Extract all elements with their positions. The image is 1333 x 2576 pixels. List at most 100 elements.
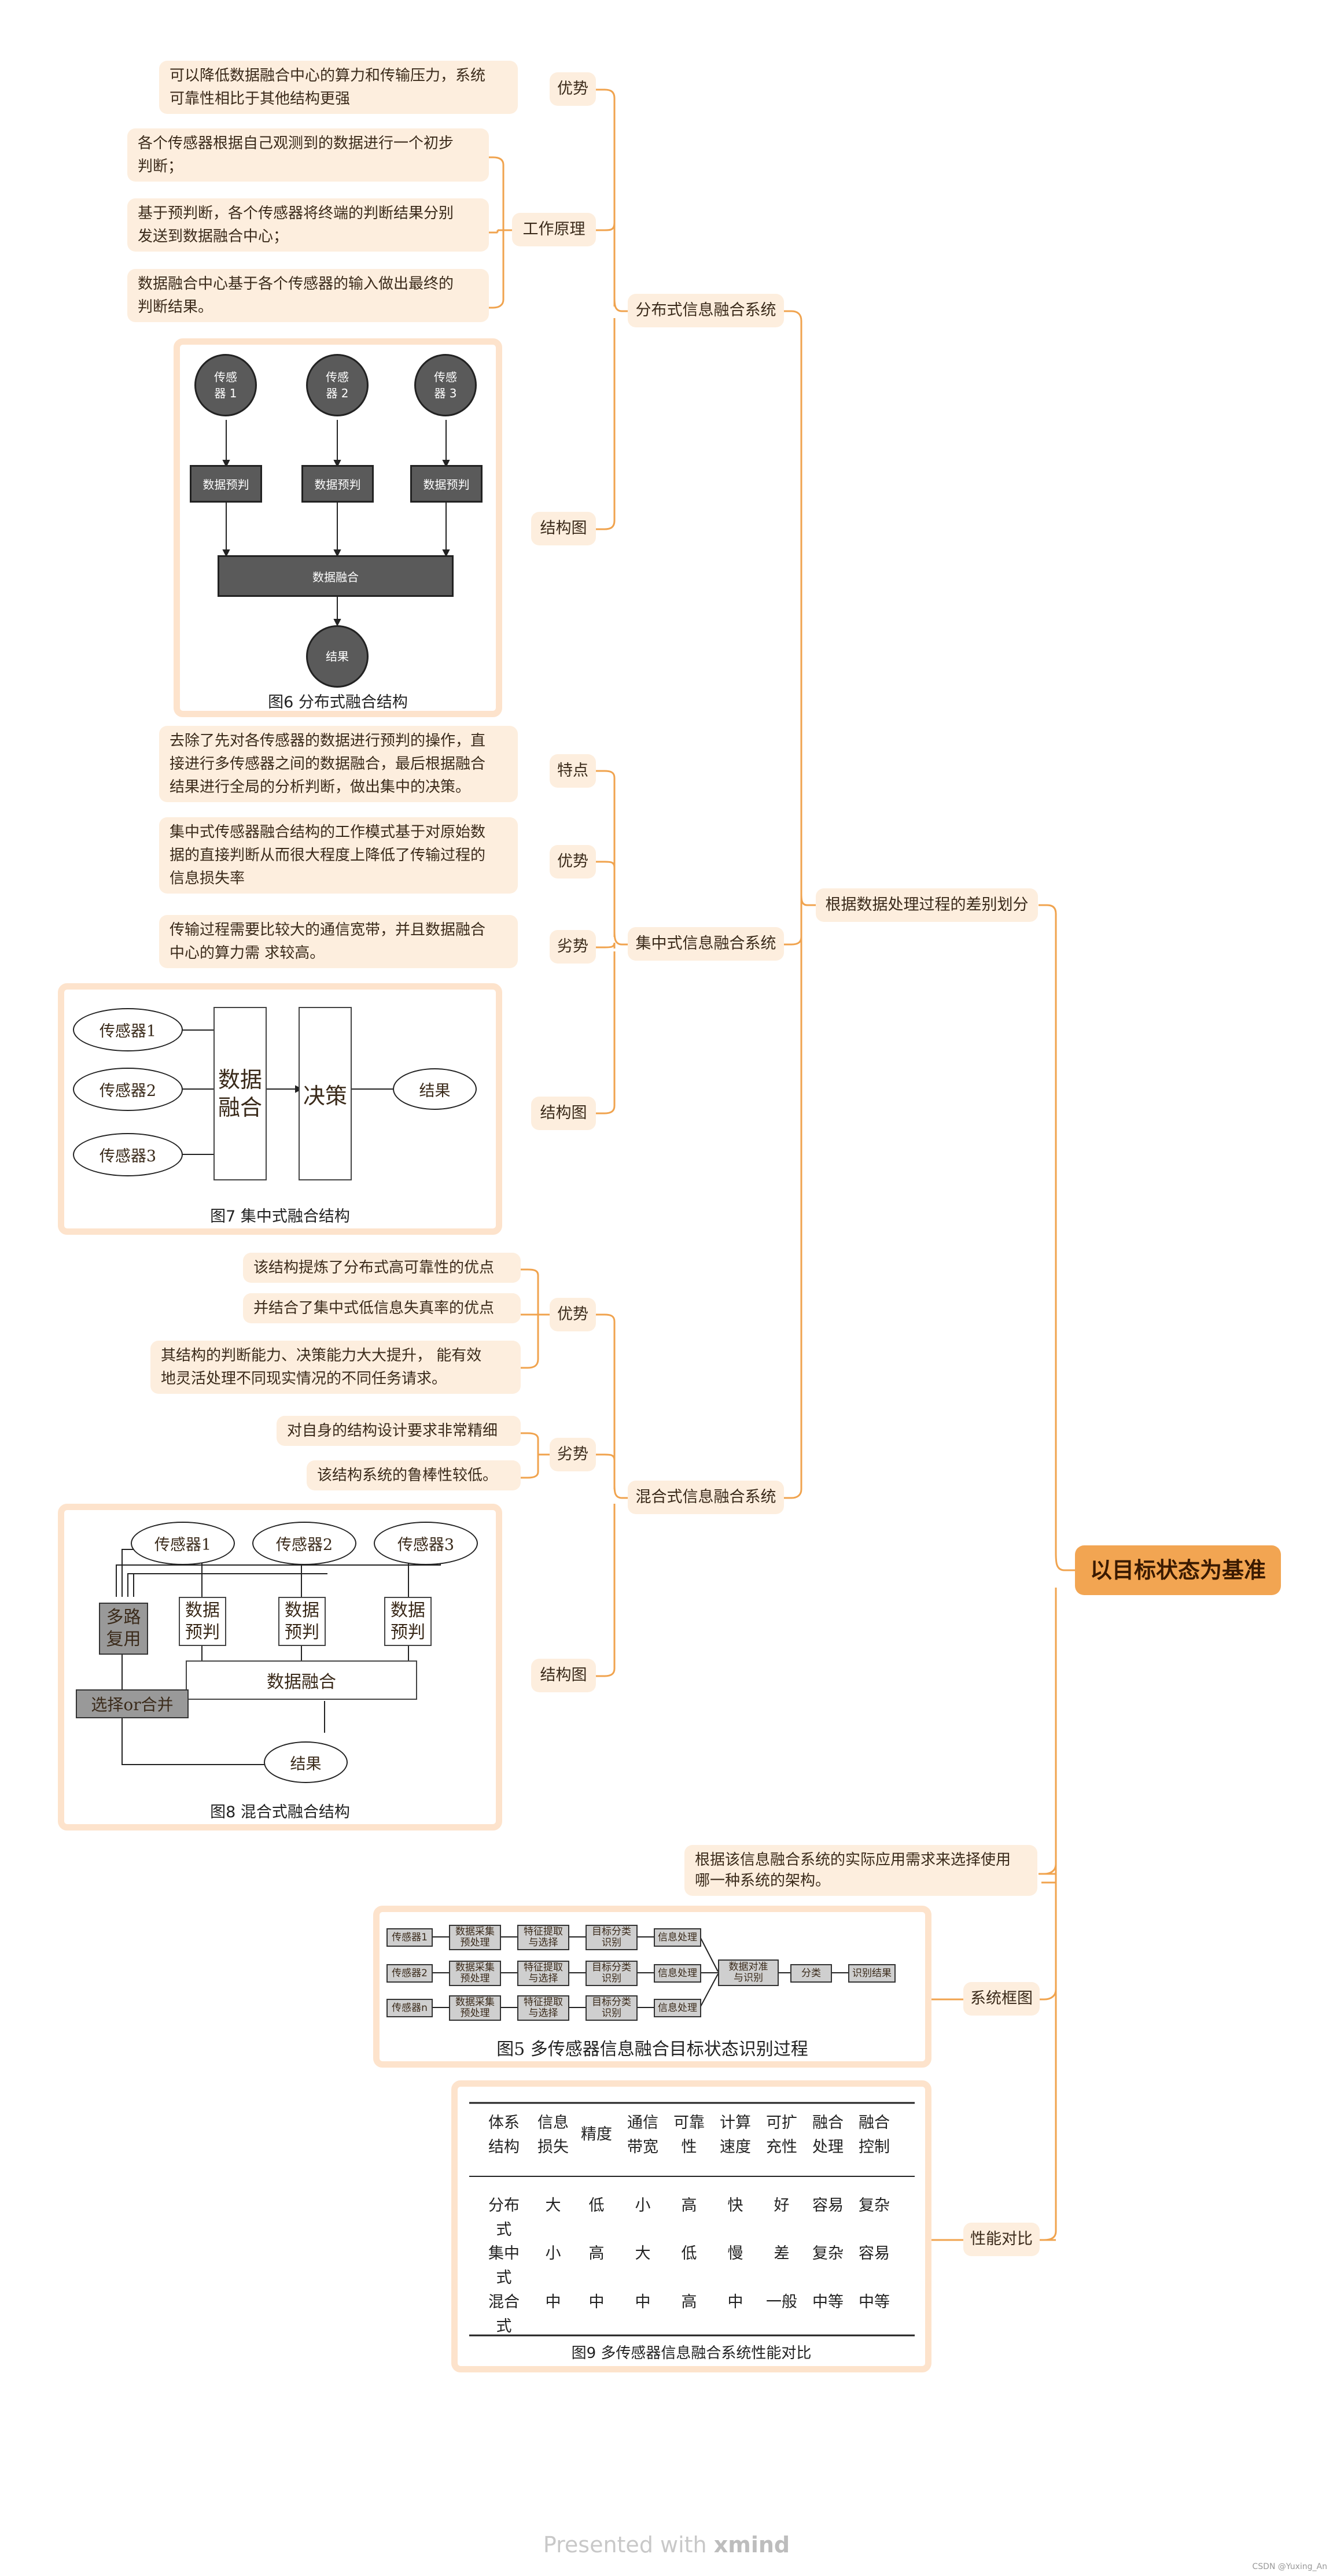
branch-framework[interactable]: 系统框图 bbox=[963, 1982, 1040, 2016]
fig5-info-n: 信息处理 bbox=[654, 1999, 701, 2017]
branch-division[interactable]: 根据数据处理过程的差别划分 bbox=[816, 888, 1038, 922]
dist-advantage-text: 可以降低数据融合中心的算力和传输压力，系统可靠性相比于其他结构更强 bbox=[159, 61, 518, 114]
figure-5-framework: 传感器1 传感器2 传感器n 数据采集预处理 数据采集预处理 数据采集预处理 特… bbox=[373, 1906, 931, 2068]
fig5-classify-n: 目标分类识别 bbox=[586, 1995, 638, 2021]
fig9-table-cell: 差 bbox=[774, 2245, 790, 2263]
watermark: CSDN @Yuxing_An bbox=[1252, 2562, 1327, 2571]
fig7-caption: 图7 集中式融合结构 bbox=[210, 1208, 350, 1226]
fig6-sensor-3: 传感器 3 bbox=[414, 354, 477, 416]
fig9-table-cell: 中 bbox=[545, 2293, 561, 2311]
fig5-extract-1: 特征提取与选择 bbox=[517, 1925, 569, 1950]
fig5-collect-2: 数据采集预处理 bbox=[449, 1961, 501, 1986]
fig9-header-cell: 可扩充性 bbox=[766, 2114, 797, 2156]
dist-structure-label[interactable]: 结构图 bbox=[531, 512, 596, 545]
fig8-predict-1: 数据预判 bbox=[179, 1597, 226, 1646]
fig9-table-cell: 大 bbox=[635, 2245, 651, 2263]
cent-structure-label[interactable]: 结构图 bbox=[531, 1097, 596, 1130]
figure-8-hybrid: 传感器1 传感器2 传感器3 多路复用 数据预判 数据预判 数据预判 数据融合 … bbox=[58, 1504, 502, 1830]
fig9-table-cell: 快 bbox=[727, 2197, 743, 2215]
fig9-header-cell: 融合处理 bbox=[812, 2114, 844, 2156]
fig5-info-2: 信息处理 bbox=[654, 1964, 701, 1983]
fig5-sensor-1: 传感器1 bbox=[386, 1928, 433, 1947]
figure-9-performance: 体系结构信息损失精度通信带宽可靠性计算速度可扩充性融合处理融合控制分布式大低小高… bbox=[451, 2080, 931, 2372]
fig8-select: 选择or合并 bbox=[76, 1689, 189, 1718]
fig6-sensor-1: 传感器 1 bbox=[194, 354, 257, 416]
fig6-caption: 图6 分布式融合结构 bbox=[268, 693, 408, 711]
fig6-predict-1: 数据预判 bbox=[190, 465, 262, 503]
fig5-info-1: 信息处理 bbox=[654, 1928, 701, 1947]
fig9-table-cell: 复杂 bbox=[859, 2197, 890, 2215]
branch-distributed[interactable]: 分布式信息融合系统 bbox=[628, 294, 784, 327]
fig5-classify-2: 目标分类识别 bbox=[586, 1961, 638, 1986]
fig8-predict-2: 数据预判 bbox=[278, 1597, 326, 1646]
fig9-header-cell: 精度 bbox=[581, 2125, 612, 2143]
fig9-table-cell: 低 bbox=[588, 2197, 605, 2215]
fig9-table-cell: 中 bbox=[588, 2293, 605, 2311]
fig9-caption: 图9 多传感器信息融合系统性能对比 bbox=[571, 2345, 812, 2362]
fig5-output: 识别结果 bbox=[848, 1964, 896, 1983]
fig9-table-cell: 好 bbox=[774, 2197, 790, 2215]
cent-feature-label[interactable]: 特点 bbox=[550, 754, 596, 788]
fig9-table-cell: 集中式 bbox=[488, 2245, 520, 2287]
fig9-table-cell: 分布式 bbox=[488, 2197, 520, 2239]
fig6-sensor-2: 传感器 2 bbox=[306, 354, 369, 416]
fig5-extract-2: 特征提取与选择 bbox=[517, 1961, 569, 1986]
fig9-table-cell: 混合式 bbox=[488, 2293, 520, 2335]
fig8-mux: 多路复用 bbox=[99, 1603, 148, 1655]
fig5-collect-1: 数据采集预处理 bbox=[449, 1925, 501, 1950]
hyb-cons-2: 该结构系统的鲁棒性较低。 bbox=[307, 1460, 521, 1490]
fig9-header-cell: 信息损失 bbox=[537, 2114, 569, 2156]
fig5-lines bbox=[432, 1936, 848, 2008]
fig5-sensor-2: 传感器2 bbox=[386, 1964, 433, 1983]
hyb-pros-3: 其结构的判断能力、决策能力大大提升， 能有效地灵活处理不同现实情况的不同任务请求… bbox=[150, 1341, 521, 1394]
figure-6-distributed: 传感器 1 传感器 2 传感器 3 数据预判 数据预判 数据预判 数据融合 结果… bbox=[174, 338, 502, 717]
dist-principle-1: 各个传感器根据自己观测到的数据进行一个初步判断； bbox=[127, 128, 489, 182]
cent-feature-text: 去除了先对各传感器的数据进行预判的操作，直接进行多传感器之间的数据融合，最后根据… bbox=[159, 726, 518, 802]
fig9-table-cell: 中等 bbox=[812, 2293, 844, 2311]
cent-cons-label[interactable]: 劣势 bbox=[550, 930, 596, 964]
fig5-classify-1: 目标分类识别 bbox=[586, 1925, 638, 1950]
hyb-pros-1: 该结构提炼了分布式高可靠性的优点 bbox=[243, 1253, 521, 1283]
cent-pros-label[interactable]: 优势 bbox=[550, 845, 596, 879]
branch-performance[interactable]: 性能对比 bbox=[963, 2223, 1040, 2256]
fig7-decision: 决策 bbox=[299, 1007, 352, 1180]
fig9-table-cell: 容易 bbox=[859, 2245, 890, 2263]
fig5-classify-final: 分类 bbox=[790, 1964, 832, 1983]
fig9-table-cell: 高 bbox=[588, 2245, 605, 2263]
dist-advantage-label[interactable]: 优势 bbox=[550, 72, 596, 106]
hyb-structure-label[interactable]: 结构图 bbox=[531, 1659, 596, 1692]
hyb-cons-1: 对自身的结构设计要求非常精细 bbox=[277, 1416, 521, 1446]
fig8-sensor-2: 传感器2 bbox=[252, 1522, 356, 1565]
fig7-sensor-1: 传感器1 bbox=[73, 1008, 183, 1051]
fig8-fusion: 数据融合 bbox=[186, 1660, 417, 1700]
branch-centralized[interactable]: 集中式信息融合系统 bbox=[628, 927, 784, 961]
presented-with-footer: Presented with xmind bbox=[543, 2532, 790, 2557]
hyb-cons-label[interactable]: 劣势 bbox=[550, 1438, 596, 1471]
root-node[interactable]: 以目标状态为基准 bbox=[1075, 1545, 1281, 1595]
fig9-table-cell: 高 bbox=[681, 2293, 697, 2311]
dist-principle-label[interactable]: 工作原理 bbox=[512, 213, 596, 246]
branch-hybrid[interactable]: 混合式信息融合系统 bbox=[628, 1481, 784, 1514]
fig9-table-cell: 小 bbox=[545, 2245, 561, 2263]
fig9-table-cell: 中等 bbox=[859, 2293, 890, 2311]
fig9-table-cell: 小 bbox=[635, 2197, 651, 2215]
cent-cons-text: 传输过程需要比较大的通信宽带，并且数据融合中心的算力需 求较高。 bbox=[159, 915, 518, 968]
fig9-table-cell: 慢 bbox=[727, 2245, 743, 2263]
fig9-table-cell: 低 bbox=[681, 2245, 697, 2263]
fig9-header-cell: 计算速度 bbox=[720, 2114, 751, 2156]
hyb-pros-2: 并结合了集中式低信息失真率的优点 bbox=[243, 1293, 521, 1323]
dist-principle-2: 基于预判断，各个传感器将终端的判断结果分别发送到数据融合中心； bbox=[127, 198, 489, 252]
fig9-table-cell: 容易 bbox=[812, 2197, 844, 2215]
fig9-header-cell: 通信带宽 bbox=[627, 2114, 658, 2156]
fig9-header-cell: 体系结构 bbox=[488, 2114, 520, 2156]
framework-note: 根据该信息融合系统的实际应用需求来选择使用哪一种系统的架构。 bbox=[684, 1845, 1037, 1896]
fig5-assoc: 数据对准与识别 bbox=[718, 1959, 779, 1986]
fig6-fusion: 数据融合 bbox=[218, 555, 454, 597]
dist-principle-3: 数据融合中心基于各个传感器的输入做出最终的判断结果。 bbox=[127, 269, 489, 322]
fig7-result: 结果 bbox=[393, 1068, 477, 1110]
fig7-sensor-2: 传感器2 bbox=[73, 1068, 183, 1111]
hyb-pros-label[interactable]: 优势 bbox=[550, 1298, 596, 1331]
fig6-predict-3: 数据预判 bbox=[410, 465, 483, 503]
fig6-result: 结果 bbox=[306, 625, 369, 688]
fig6-arrows bbox=[222, 420, 450, 627]
